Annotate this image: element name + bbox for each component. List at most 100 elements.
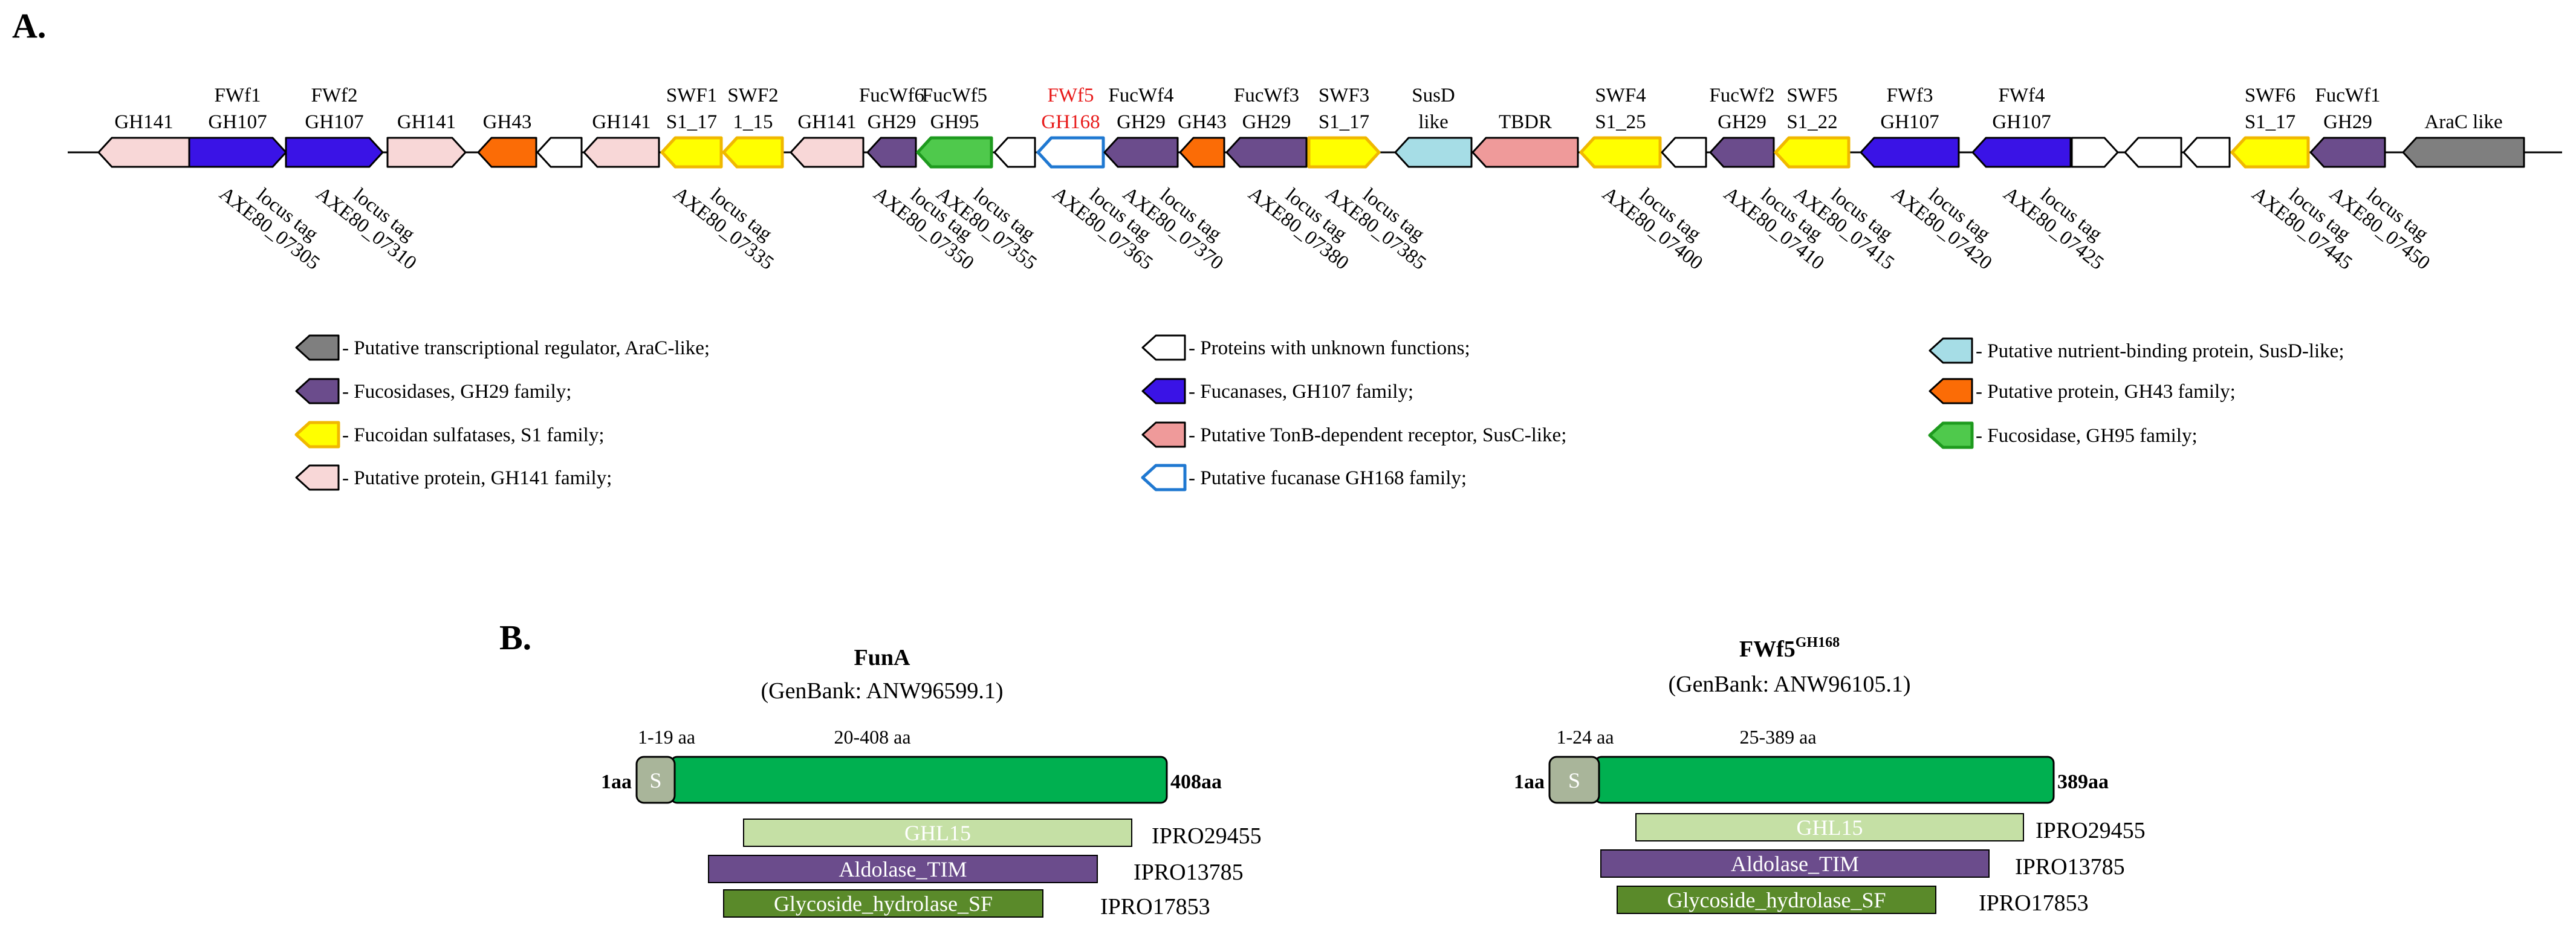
domain-name: GHL15 (904, 821, 971, 845)
gene-arrow (660, 136, 723, 169)
signal-peptide-box (1548, 756, 1600, 804)
mature-protein-range: 20-408 aa (834, 726, 910, 748)
gene-top-label: FucWf1 (2315, 85, 2380, 106)
gene-top-label: SWF4 (1595, 85, 1646, 106)
gene-top-label: FucWf3 (1234, 85, 1299, 106)
legend-swatch (1929, 378, 1973, 404)
gene-top-label: GH141 (114, 111, 173, 133)
legend-item-susd: - Putative nutrient-binding protein, Sus… (1929, 337, 2344, 364)
legend-swatch (1929, 337, 1973, 364)
protein-name-base: FunA (854, 645, 910, 670)
gene-top-label: FWf3 (1887, 85, 1933, 106)
domain-name: Glycoside_hydrolase_SF (774, 892, 993, 916)
gene-arrow (386, 137, 467, 168)
gene-arrow (188, 137, 287, 168)
gene-top-label: AraC like (2424, 111, 2502, 133)
legend-item-gh95: - Fucosidase, GH95 family; (1928, 421, 2198, 449)
legend-item-gh107: - Fucanases, GH107 family; (1141, 378, 1413, 404)
gene-arrow (583, 137, 660, 168)
gene-top-label: GH107 (1880, 111, 1939, 133)
gene-arrow (1774, 136, 1851, 169)
mature-protein-bar (1594, 756, 2055, 804)
domain-name: GHL15 (1797, 815, 1863, 840)
legend-swatch (295, 378, 340, 404)
legend-item-gh141: - Putative protein, GH141 family; (295, 464, 612, 491)
gene-top-label: GH29 (868, 111, 917, 133)
signal-peptide-letter: S (649, 768, 661, 793)
gene-arrow (97, 137, 190, 168)
gene-arrow (2402, 137, 2525, 168)
gene-5: GH43 (477, 111, 537, 168)
gene-22 (1661, 137, 1707, 168)
gene-top-label: GH141 (797, 111, 856, 133)
gene-top-label: SWF1 (666, 85, 717, 106)
gene-arrow (722, 136, 784, 169)
legend-text: - Putative protein, GH43 family; (1976, 381, 2236, 403)
legend-text: - Putative fucanase GH168 family; (1189, 467, 1467, 489)
gene-top-label: GH29 (2323, 111, 2372, 133)
gene-arrow (2309, 137, 2386, 168)
gene-top-label: S1_17 (2245, 111, 2295, 133)
protein-end-label: 408aa (1170, 771, 1222, 793)
protein-name-base: FWf5 (1739, 637, 1796, 662)
signal-peptide-range: 1-19 aa (638, 726, 695, 748)
domain-interpro-id: IPRO13785 (2015, 854, 2125, 880)
gene-32: AraC like (2402, 111, 2525, 168)
gene-arrow (1103, 137, 1179, 168)
domain-bar (743, 819, 1132, 847)
domain-bar (1600, 849, 1990, 878)
protein-name-superscript: GH168 (1796, 635, 1840, 650)
gene-arrow (1579, 136, 1662, 169)
protein-start-label: 1aa (601, 771, 632, 793)
gene-top-label: GH107 (1992, 111, 2051, 133)
domain-bar (1635, 813, 2024, 841)
domain-name: Aldolase_TIM (839, 857, 967, 881)
legend-text: - Fucanases, GH107 family; (1189, 381, 1413, 403)
legend-text: - Proteins with unknown functions; (1189, 337, 1470, 359)
legend-text: - Putative transcriptional regulator, Ar… (342, 337, 710, 359)
panel-b-label: B. (499, 618, 531, 657)
domain-3: Glycoside_hydrolase_SF IPRO17853 (723, 889, 1210, 919)
legend-swatch (1141, 464, 1187, 491)
gene-16: GH43 (1178, 111, 1227, 168)
gene-arrow (536, 137, 583, 168)
legend-swatch (1141, 334, 1186, 361)
signal-peptide-range: 1-24 aa (1556, 726, 1614, 748)
legend-text: - Fucosidases, GH29 family; (342, 381, 571, 403)
gene-4: GH141 (386, 111, 467, 168)
gene-arrow (1661, 137, 1707, 168)
legend-text: - Putative TonB-dependent receptor, SusC… (1189, 424, 1566, 446)
legend-swatch (295, 464, 340, 491)
gene-top-label: TBDR (1499, 111, 1552, 133)
gene-20: TBDR (1471, 111, 1579, 168)
protein-name: FWf5GH168 (1739, 635, 1840, 662)
domain-interpro-id: IPRO29455 (1152, 823, 1262, 849)
gene-arrow (916, 136, 993, 169)
domain-interpro-id: IPRO17853 (1979, 890, 2089, 916)
legend-item-susc: - Putative TonB-dependent receptor, SusC… (1141, 421, 1566, 448)
gene-top-label: GH43 (483, 111, 532, 133)
legend-text: - Fucoidan sulfatases, S1 family; (342, 424, 605, 446)
gene-1: GH141 (97, 111, 190, 168)
domain-interpro-id: IPRO17853 (1100, 894, 1210, 919)
gene-top-label: SusD (1412, 85, 1455, 106)
gene-top-label: S1_25 (1595, 111, 1646, 133)
gene-arrow (2124, 137, 2182, 168)
gene-arrow (1394, 137, 1473, 168)
gene-13 (993, 137, 1036, 168)
gene-top-label: GH29 (1242, 111, 1291, 133)
gene-top-label: SWF5 (1786, 85, 1837, 106)
gene-top-label: S1_17 (1319, 111, 1369, 133)
gene-top-label: GH29 (1117, 111, 1166, 133)
